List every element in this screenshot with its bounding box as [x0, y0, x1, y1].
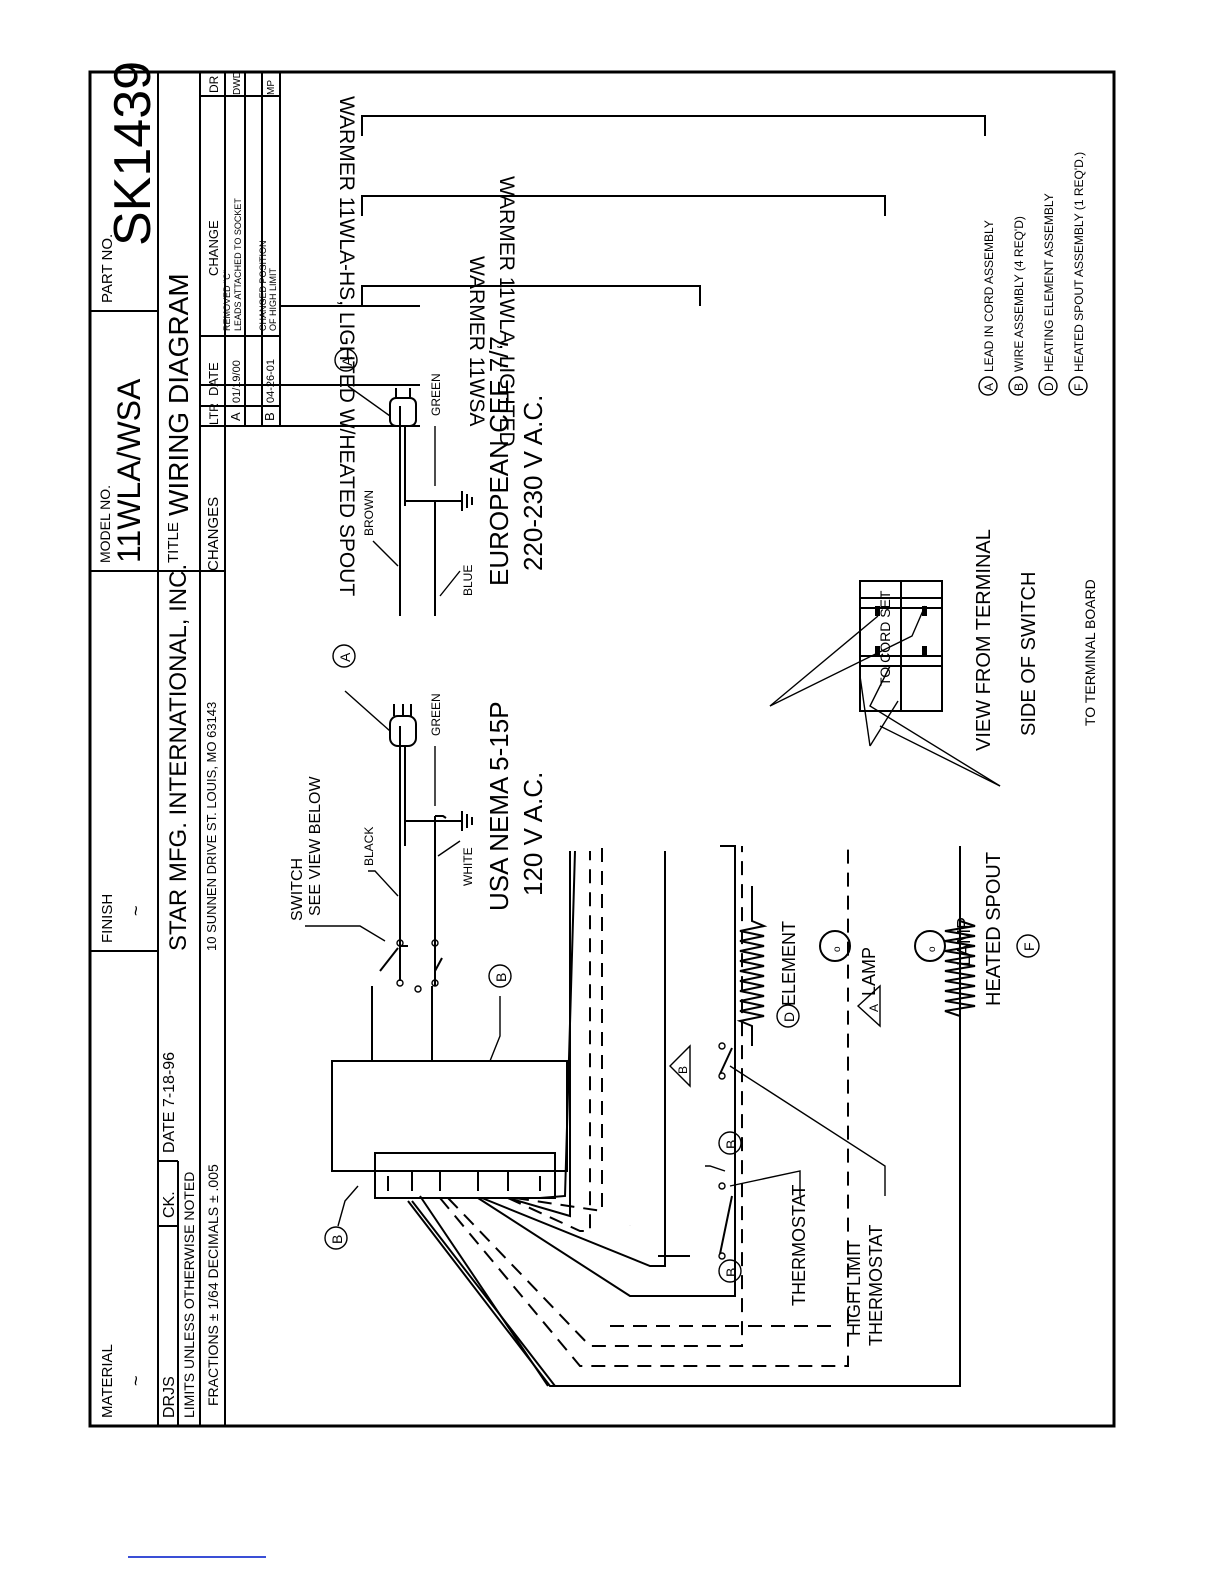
part-label: PART NO.: [99, 234, 116, 303]
switch-see-view: SEE VIEW BELOW: [307, 776, 324, 916]
rev-b-change-2: OF HIGH LIMIT: [268, 267, 278, 331]
heated-spout: HEATED SPOUT F: [944, 852, 1040, 1026]
legend-a: LEAD IN CORD ASSEMBLY: [982, 220, 996, 372]
switch-label: SWITCH: [289, 858, 306, 921]
ltr-header: LTR: [207, 403, 221, 425]
wire-runs: [407, 845, 961, 1387]
rev-a-dr: DWD: [232, 71, 243, 95]
rev-a-change-2: LEADS ATTACHED TO SOCKET: [233, 198, 243, 331]
callout-b-2: B: [493, 973, 509, 982]
drawn-by: DRJS: [161, 1376, 178, 1418]
checked-by: CK.: [161, 1191, 178, 1218]
tolerance-limits: LIMITS UNLESS OTHERWISE NOTED: [181, 1172, 197, 1418]
usa-cord-set: USA NEMA 5-15P 120 V A.C. BLACK WHITE: [332, 644, 548, 986]
changes-label: CHANGES: [205, 497, 222, 571]
rev-a-change: REMOVED "C": [222, 270, 232, 331]
heating-element: D ELEMENT: [736, 886, 800, 1046]
thermostat-label: THERMOSTAT: [789, 1185, 809, 1306]
rev-b-dr: MP: [266, 80, 277, 95]
finish-label: FINISH: [99, 894, 116, 943]
tolerance-values: FRACTIONS ± 1/64 DECIMALS ± .005: [205, 1164, 221, 1406]
svg-text:B: B: [1012, 383, 1026, 391]
revision-table: CHANGES LTR DATE CHANGE DR A 01/19/00 RE…: [199, 71, 420, 571]
part-value: SK1439: [104, 61, 162, 246]
diagram-title: WIRING DIAGRAM: [163, 273, 194, 516]
company-address: 10 SUNNEN DRIVE ST. LOUIS, MO 63143: [204, 702, 219, 951]
rev-b-date: 04-26-01: [265, 359, 277, 403]
wire-brown: BROWN: [362, 490, 376, 536]
legend-f: HEATED SPOUT ASSEMBLY (1 REQ'D.): [1072, 152, 1086, 372]
change-header: CHANGE: [206, 220, 221, 276]
eu-cord-voltage: 220-230 V A.C.: [518, 395, 548, 571]
callout-b-3: B: [723, 1268, 739, 1277]
model-brackets: WARMER 11WSA WARMER 11WLA, LIGHTED WARME…: [335, 96, 986, 596]
footer-link-underline[interactable]: [128, 1556, 266, 1558]
callout-b-1: B: [329, 1235, 345, 1244]
svg-text:A: A: [982, 383, 996, 391]
callout-a-eu: A: [339, 356, 355, 366]
side-of-switch-label: SIDE OF SWITCH: [1018, 572, 1040, 736]
triangle-b: B: [676, 1066, 690, 1074]
model-wsa: WARMER 11WSA: [465, 256, 488, 426]
rev-a-ltr: A: [228, 412, 243, 421]
svg-text:F: F: [1072, 384, 1086, 391]
view-from-terminal-label: VIEW FROM TERMINAL: [973, 529, 995, 751]
model-value: 11WLA/WSA: [111, 378, 147, 563]
switch: SWITCH SEE VIEW BELOW: [289, 776, 443, 993]
lamps: o LAMP A o LAMP: [819, 917, 974, 1028]
wire-black: BLACK: [362, 827, 376, 866]
callout-d: D: [781, 1012, 797, 1022]
date-header: DATE: [206, 362, 221, 396]
title-block: MATERIAL ~ FINISH ~ MODEL NO. 11WLA/WSA …: [90, 61, 226, 1426]
callout-b-4: B: [723, 1140, 739, 1149]
european-cord-set: EUROPEAN CEE 7/7 220-230 V A.C. BROWN BL…: [334, 336, 548, 616]
wire-green: GREEN: [429, 693, 443, 736]
switch-terminal-view: TO CORD SET VIEW FROM TERMINAL SIDE OF S…: [769, 529, 1098, 787]
to-terminal-board-label: TO TERMINAL BOARD: [1082, 579, 1098, 726]
model-wla-hs: WARMER 11WLA-HS, LIGHTED W/HEATED SPOUT: [335, 96, 358, 596]
to-cord-set-label: TO CORD SET: [877, 590, 893, 686]
usa-cord-voltage: 120 V A.C.: [518, 772, 548, 896]
wire-white: WHITE: [461, 847, 475, 886]
company-name: STAR MFG. INTERNATIONAL, INC.: [165, 564, 192, 951]
rev-b-change: CHANGED POSITION: [258, 240, 268, 331]
sheet-frame: [88, 70, 1116, 1428]
lamp-1-label: LAMP: [859, 947, 879, 996]
wire-blue: BLUE: [461, 565, 475, 596]
high-limit-label: HIGH LIMIT: [844, 1240, 864, 1336]
drawing-date: DATE 7-18-96: [161, 1052, 178, 1153]
heated-spout-label: HEATED SPOUT: [983, 852, 1005, 1006]
usa-cord-title: USA NEMA 5-15P: [484, 701, 514, 911]
model-wla: WARMER 11WLA, LIGHTED: [495, 176, 518, 447]
callout-a-usa: A: [337, 652, 353, 662]
rev-a-date: 01/19/00: [231, 360, 243, 403]
material-label: MATERIAL: [99, 1344, 116, 1418]
dr-header: DR: [207, 75, 221, 93]
svg-text:D: D: [1042, 382, 1056, 391]
eu-cord-title: EUROPEAN CEE 7/7: [484, 336, 514, 586]
rev-b-ltr: B: [262, 412, 277, 421]
triangle-a: A: [867, 1004, 881, 1012]
legend: A LEAD IN CORD ASSEMBLY B WIRE ASSEMBLY …: [978, 152, 1088, 396]
element-label: ELEMENT: [779, 921, 799, 1006]
thermostats: B B THERMOSTAT HIGH LIMIT THERMOSTAT B: [658, 1042, 886, 1346]
wire-green-eu: GREEN: [429, 373, 443, 416]
model-label: MODEL NO.: [97, 485, 113, 563]
legend-b: WIRE ASSEMBLY (4 REQ'D): [1012, 216, 1026, 372]
high-limit-label-2: THERMOSTAT: [866, 1225, 886, 1346]
material-value: ~: [126, 1375, 146, 1386]
title-label: TITLE: [165, 522, 182, 563]
lamp-1-symbol: o: [832, 946, 843, 952]
legend-d: HEATING ELEMENT ASSEMBLY: [1042, 193, 1056, 372]
callout-f: F: [1021, 942, 1037, 951]
finish-value: ~: [126, 905, 146, 916]
lamp-2-symbol: o: [927, 946, 938, 952]
